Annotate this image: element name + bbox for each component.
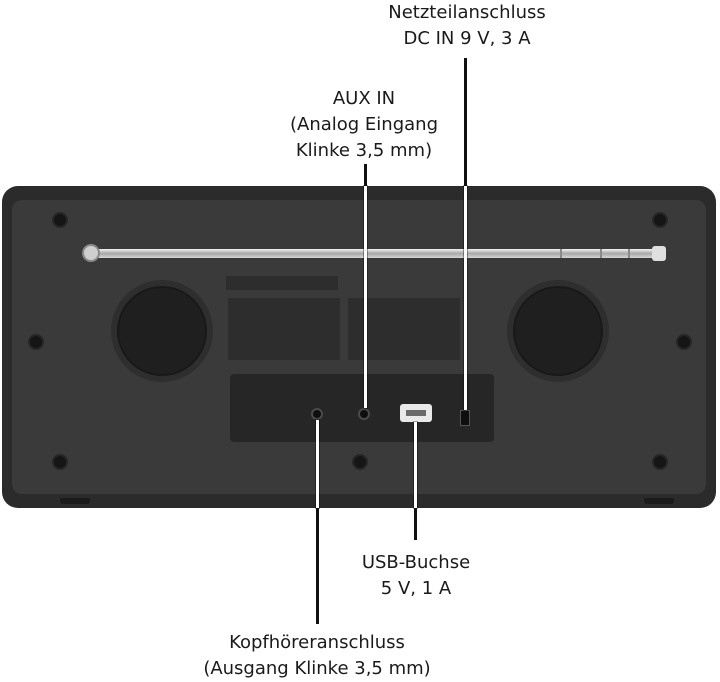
aux-jack-icon — [358, 408, 370, 420]
headphone-leader-line-outside — [316, 508, 319, 624]
screw-icon — [676, 334, 692, 350]
power-callout-line1: Netzteilanschluss — [388, 2, 546, 23]
usb-port-icon — [400, 404, 432, 422]
antenna-base — [82, 244, 100, 262]
headphone-jack-icon — [311, 408, 323, 420]
antenna-tip — [652, 246, 666, 261]
power-leader-line-inside — [464, 186, 467, 410]
speaker-port-icon — [507, 280, 609, 382]
screw-icon — [52, 454, 68, 470]
screw-icon — [52, 212, 68, 228]
speaker-port-icon — [111, 280, 213, 382]
dc-in-port-icon — [460, 410, 470, 426]
aux-callout-label: AUX IN (Analog Eingang Klinke 3,5 mm) — [276, 86, 452, 164]
headphone-callout-line1: Kopfhöreranschluss — [229, 632, 405, 653]
power-callout-label: Netzteilanschluss DC IN 9 V, 3 A — [374, 0, 560, 52]
headphone-callout-line2: (Ausgang Klinke 3,5 mm) — [203, 658, 431, 679]
antenna-segment — [560, 249, 562, 258]
screw-icon — [652, 454, 668, 470]
usb-callout-line2: 5 V, 1 A — [380, 578, 452, 599]
screw-icon — [28, 334, 44, 350]
power-leader-line-outside — [464, 58, 467, 186]
aux-leader-line-inside — [364, 186, 367, 408]
usb-callout-line1: USB-Buchse — [361, 552, 471, 573]
screw-icon — [352, 454, 368, 470]
antenna-icon — [88, 249, 664, 258]
label-recess-left — [228, 298, 340, 360]
headphone-callout-label: Kopfhöreranschluss (Ausgang Klinke 3,5 m… — [186, 630, 448, 682]
antenna-segment — [600, 249, 602, 258]
aux-callout-line3: Klinke 3,5 mm) — [295, 140, 433, 161]
usb-leader-line-inside — [414, 422, 417, 508]
aux-callout-line1: AUX IN — [332, 88, 396, 109]
power-callout-line2: DC IN 9 V, 3 A — [403, 28, 531, 49]
device-foot-right — [644, 498, 674, 504]
screw-icon — [652, 212, 668, 228]
headphone-leader-line-inside — [316, 420, 319, 508]
aux-leader-line-outside — [364, 164, 367, 186]
usb-leader-line-outside — [414, 508, 417, 540]
antenna-segment — [628, 249, 630, 258]
usb-callout-label: USB-Buchse 5 V, 1 A — [344, 550, 488, 602]
label-recess-top — [226, 276, 338, 290]
device-foot-left — [60, 498, 90, 504]
aux-callout-line2: (Analog Eingang — [289, 114, 438, 135]
